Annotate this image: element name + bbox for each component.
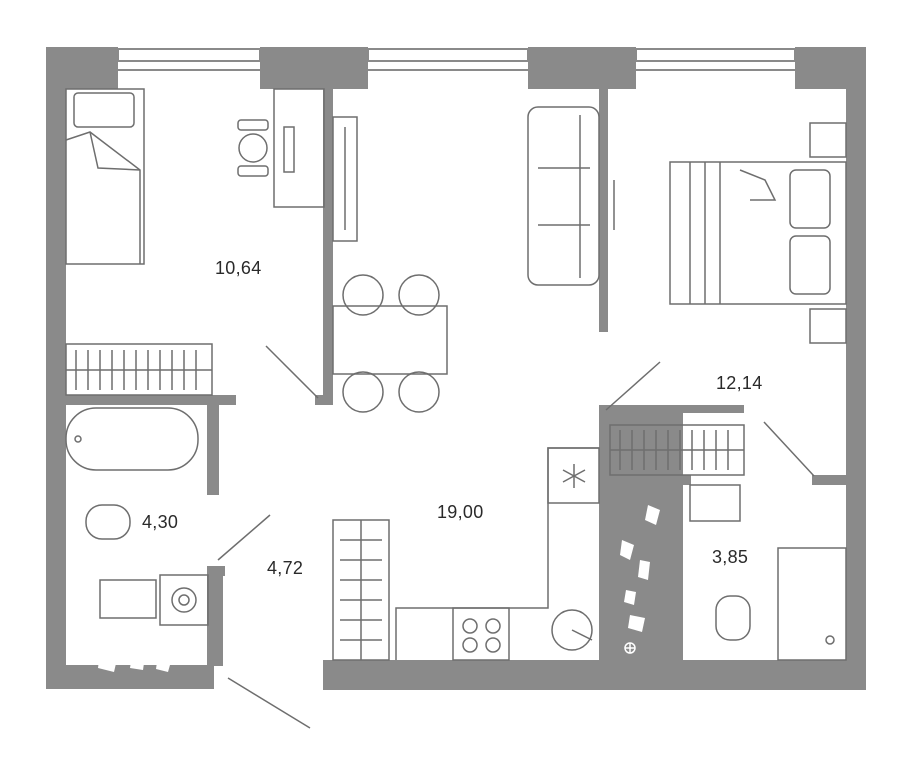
entrance-door xyxy=(227,677,311,729)
door-bedroom-1 xyxy=(265,345,319,399)
door-bedroom-2 xyxy=(605,361,661,411)
kitchen-sink xyxy=(551,609,593,651)
toilet-2 xyxy=(715,595,751,641)
bedroom-1-furniture xyxy=(65,88,325,399)
walls xyxy=(46,47,866,690)
area-bedroom-1: 10,64 xyxy=(215,258,262,278)
stove xyxy=(452,607,510,661)
shaft-markings xyxy=(98,505,660,672)
tv-stand xyxy=(332,116,358,242)
toilet-1 xyxy=(85,504,131,540)
door-toilet xyxy=(763,421,815,477)
snowflake-icon xyxy=(562,464,586,488)
chair-4 xyxy=(398,371,440,413)
area-bedroom-2: 12,14 xyxy=(716,373,763,393)
shower xyxy=(777,547,847,661)
chair-2 xyxy=(398,274,440,316)
chair-1 xyxy=(342,274,384,316)
bathroom-fixtures xyxy=(65,407,847,661)
washbasin-2 xyxy=(689,484,741,522)
pillow xyxy=(73,92,135,128)
meter-icon-2 xyxy=(624,642,636,654)
bedroom-2-furniture xyxy=(605,122,847,477)
washer xyxy=(159,574,209,626)
nightstand-1 xyxy=(809,122,847,158)
area-toilet: 3,85 xyxy=(712,547,749,567)
nightstand-2 xyxy=(809,308,847,344)
windows xyxy=(117,48,796,71)
living-furniture xyxy=(217,106,615,729)
area-kitchen-living: 19,00 xyxy=(437,502,484,522)
double-bed xyxy=(669,161,847,305)
area-hallway: 4,72 xyxy=(267,558,304,578)
bathtub xyxy=(65,407,199,471)
fridge xyxy=(547,447,600,504)
bathroom-door xyxy=(217,514,271,561)
desk xyxy=(273,88,325,208)
dining-table xyxy=(332,305,448,375)
washbasin-1 xyxy=(99,579,157,619)
single-bed xyxy=(65,88,145,265)
meter-icon-1 xyxy=(70,646,82,658)
chair-3 xyxy=(342,371,384,413)
area-bathroom: 4,30 xyxy=(142,512,179,532)
desk-chair xyxy=(238,133,268,163)
sofa xyxy=(527,106,600,286)
